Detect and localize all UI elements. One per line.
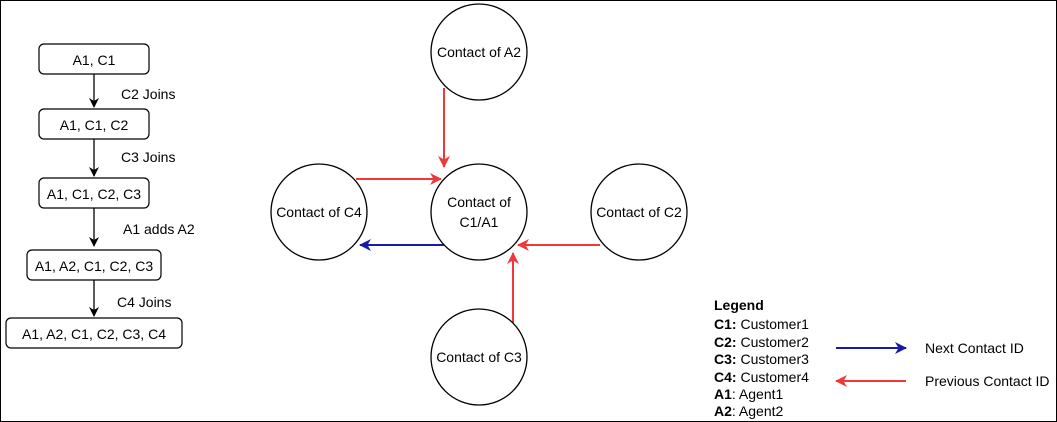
participants-box-4-label: A1, A2, C1, C2, C3: [35, 258, 153, 274]
participants-box-5: [5, 317, 183, 349]
legend-previous-label: Previous Contact ID: [925, 373, 1050, 389]
legend-entry-a2: A2: Agent2: [714, 403, 783, 419]
step-label-3: A1 adds A2: [123, 221, 195, 237]
step-label-2: C3 Joins: [121, 149, 175, 165]
node-contact-c2-label: Contact of C2: [596, 204, 682, 220]
legend-entry-c3: C3: Customer3: [714, 351, 809, 367]
node-contact-center-label-line1: Contact of: [447, 194, 511, 210]
legend-entry-a1: A1: Agent1: [714, 386, 783, 402]
legend-title: Legend: [714, 297, 764, 313]
node-contact-c4-label: Contact of C4: [276, 204, 362, 220]
legend-entry-c1: C1: Customer1: [714, 316, 809, 332]
node-contact-center: [430, 163, 528, 261]
node-contact-c3-label: Contact of C3: [436, 349, 522, 365]
node-contact-a2-label: Contact of A2: [437, 44, 521, 60]
node-contact-c2: [590, 163, 688, 261]
legend-next-label: Next Contact ID: [925, 340, 1024, 356]
participants-box-2-label: A1, C1, C2: [60, 117, 129, 133]
legend-entry-c2: C2: Customer2: [714, 334, 809, 350]
join-sequence: A1, C1 C2 Joins A1, C1, C2 C3 Joins A1, …: [5, 43, 195, 349]
step-label-4: C4 Joins: [117, 294, 171, 310]
contact-graph: Contact of A2 Contact of C4 Contact of C…: [270, 3, 688, 406]
node-contact-c3: [430, 308, 528, 406]
node-contact-c4: [270, 163, 368, 261]
legend: Legend C1: Customer1 C2: Customer2 C3: C…: [714, 297, 1050, 419]
participants-box-3-label: A1, C1, C2, C3: [47, 186, 141, 202]
legend-entry-c4: C4: Customer4: [714, 369, 809, 385]
step-label-1: C2 Joins: [121, 86, 175, 102]
participants-box-1-label: A1, C1: [73, 52, 116, 68]
node-contact-a2: [430, 3, 528, 101]
participants-box-5-label: A1, A2, C1, C2, C3, C4: [22, 326, 166, 342]
node-contact-center-label-line2: C1/A1: [460, 214, 499, 230]
